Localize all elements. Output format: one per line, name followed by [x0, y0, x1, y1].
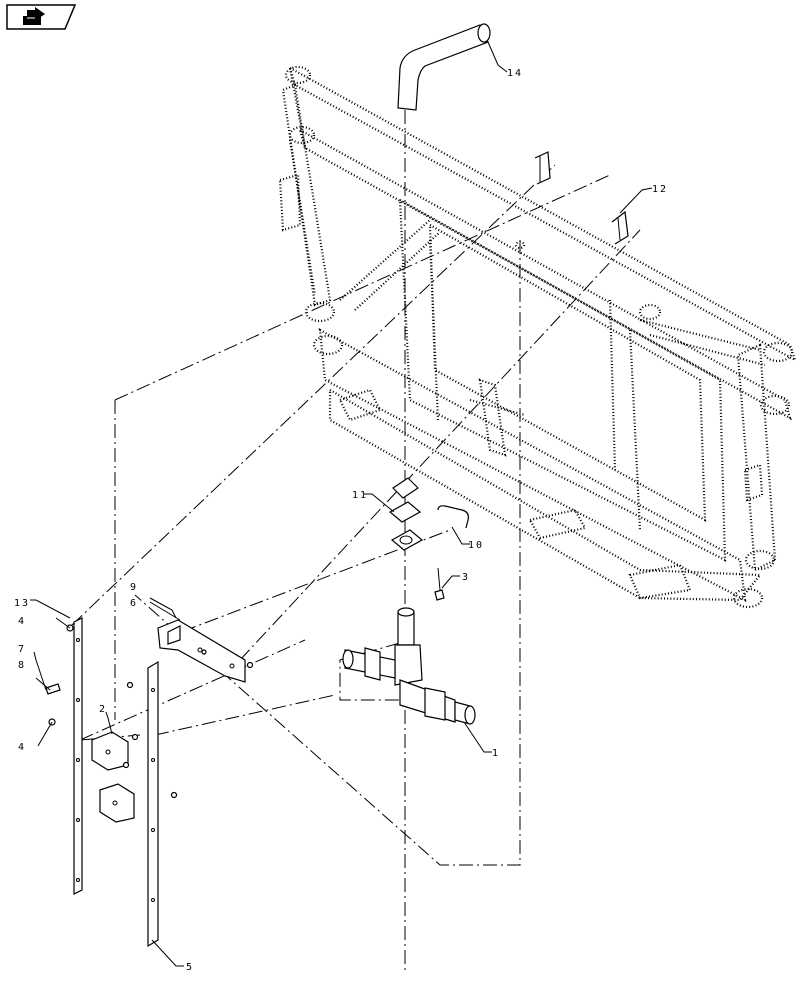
part-3-bolt: [434, 567, 445, 601]
callout-9: 9: [130, 582, 138, 593]
part-6-bracket: [157, 619, 246, 683]
callout-labels: 1 2 3 4 4 5 6 7 8 9 10 11 12 13 14: [14, 68, 668, 973]
part-2-mount-bracket: [91, 731, 135, 823]
part-10-u-bolt: [437, 505, 469, 529]
callout-1: 1: [492, 748, 500, 759]
part-13-strap: [73, 617, 83, 895]
callout-4-upper: 4: [18, 616, 26, 627]
page-return-button[interactable]: [5, 4, 77, 30]
callout-5: 5: [186, 962, 194, 973]
callout-6: 6: [130, 598, 138, 609]
part-11-clamp-stack: [388, 477, 424, 551]
callout-3: 3: [462, 572, 470, 583]
page-return-icon: [23, 7, 45, 25]
callout-10: 10: [468, 540, 484, 551]
assembly-lines: [71, 110, 641, 970]
part-14-hose-pipe: [397, 23, 491, 111]
part-1-valve-manifold: [342, 607, 476, 725]
callout-11: 11: [352, 490, 368, 501]
leader-lines: [30, 41, 653, 967]
callout-14: 14: [507, 68, 523, 79]
callout-2: 2: [99, 704, 107, 715]
callout-4-lower: 4: [18, 742, 26, 753]
boom-frame: [278, 65, 797, 609]
part-12-u-bolt: [534, 151, 629, 245]
callout-12: 12: [652, 184, 668, 195]
part-5-strap: [147, 660, 159, 948]
callout-13: 13: [14, 598, 30, 609]
callout-7: 7: [18, 644, 26, 655]
callout-8: 8: [18, 660, 26, 671]
